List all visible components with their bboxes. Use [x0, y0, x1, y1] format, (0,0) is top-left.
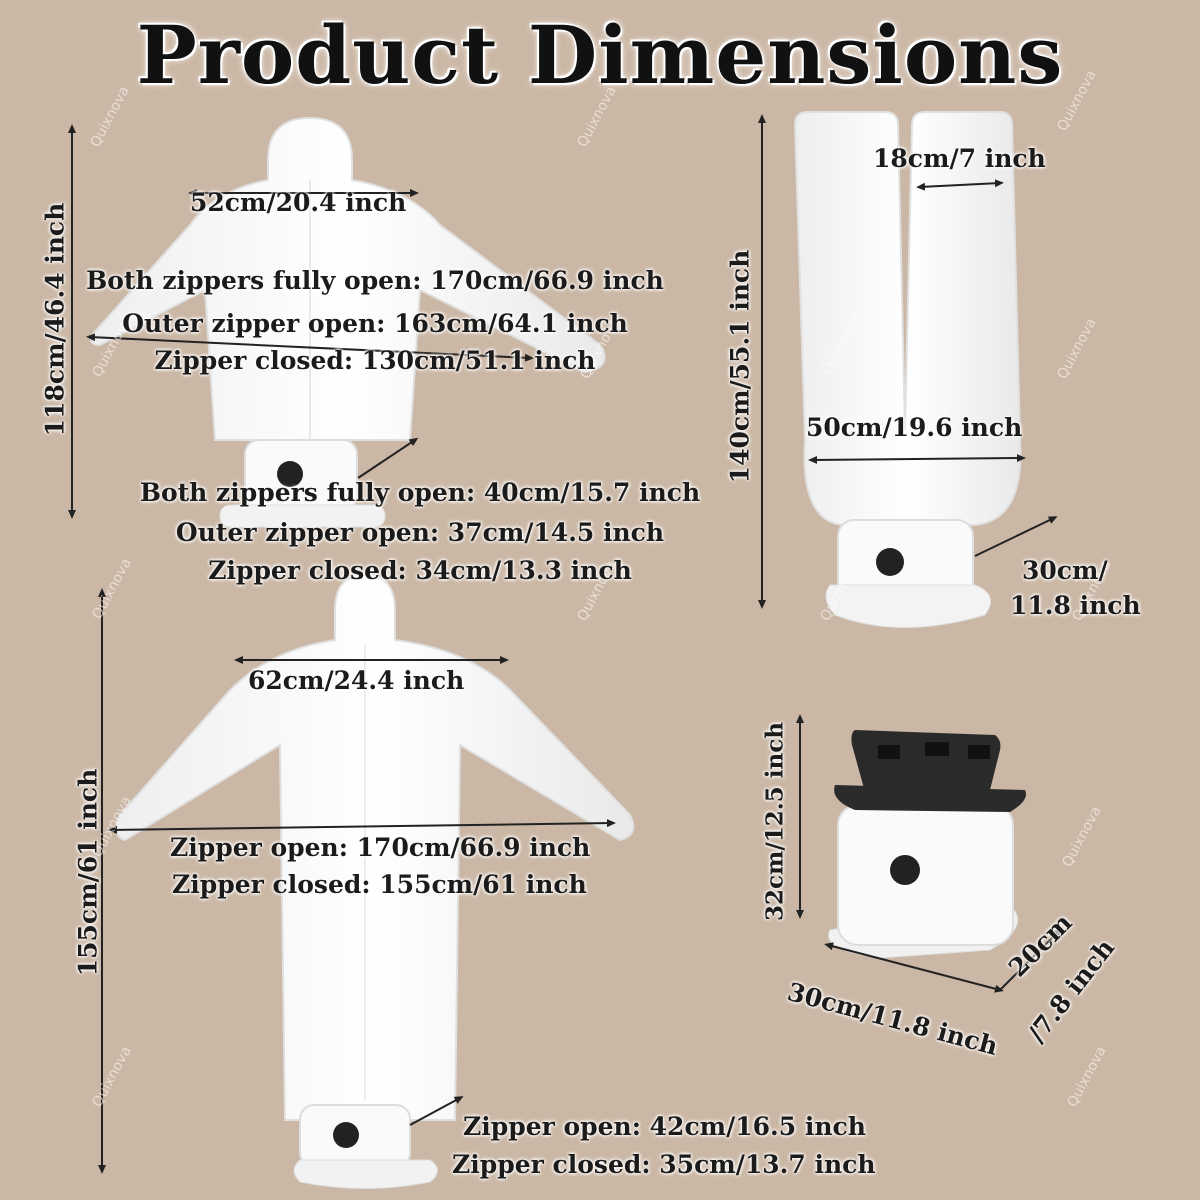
top-left-shoulder-label: 52cm/20.4 inch: [190, 188, 407, 217]
top-right-height-label: 140cm/55.1 inch: [725, 249, 755, 484]
bottom-left-shoulder-label: 62cm/24.4 inch: [248, 666, 465, 695]
base-unit: [828, 730, 1026, 959]
watermark: Quixnova: [1054, 316, 1099, 382]
top-left-base-line-3: Zipper closed: 34cm/13.3 inch: [208, 556, 632, 585]
shirt-dryer-tall: [115, 573, 635, 1189]
top-left-arm-span-line-3: Zipper closed: 130cm/51.1 inch: [154, 346, 596, 375]
dimension-arrows: [68, 114, 1063, 1174]
bottom-left-base-line-2: Zipper closed: 35cm/13.7 inch: [452, 1150, 876, 1179]
watermark: Quixnova: [1059, 804, 1104, 870]
bottom-left-base-line-1: Zipper open: 42cm/16.5 inch: [463, 1112, 866, 1141]
trouser-dryer: [793, 111, 1022, 628]
top-left-base-line-2: Outer zipper open: 37cm/14.5 inch: [175, 518, 665, 547]
top-right-hip-width-label: 50cm/19.6 inch: [806, 413, 1023, 442]
bottom-left-arm-span-line-1: Zipper open: 170cm/66.9 inch: [170, 833, 591, 862]
top-left-arm-span-line-2: Outer zipper open: 163cm/64.1 inch: [122, 309, 628, 338]
top-left-arm-span-line-1: Both zippers fully open: 170cm/66.9 inch: [86, 266, 664, 295]
page-title: Product Dimensions: [136, 8, 1064, 102]
watermark: Quixnova: [1064, 1044, 1109, 1110]
top-left-base-line-1: Both zippers fully open: 40cm/15.7 inch: [139, 478, 701, 507]
top-right-depth-line-1: 30cm/: [1022, 556, 1108, 585]
top-right-leg-width-label: 18cm/7 inch: [873, 144, 1046, 173]
bottom-left-height-label: 155cm/61 inch: [73, 768, 103, 977]
top-right-depth-line-2: 11.8 inch: [1010, 591, 1141, 620]
bottom-right-height-label: 32cm/12.5 inch: [761, 722, 789, 921]
watermark: Quixnova: [89, 1044, 134, 1110]
bottom-left-arm-span-line-2: Zipper closed: 155cm/61 inch: [172, 870, 587, 899]
top-left-height-label: 118cm/46.4 inch: [40, 202, 70, 437]
